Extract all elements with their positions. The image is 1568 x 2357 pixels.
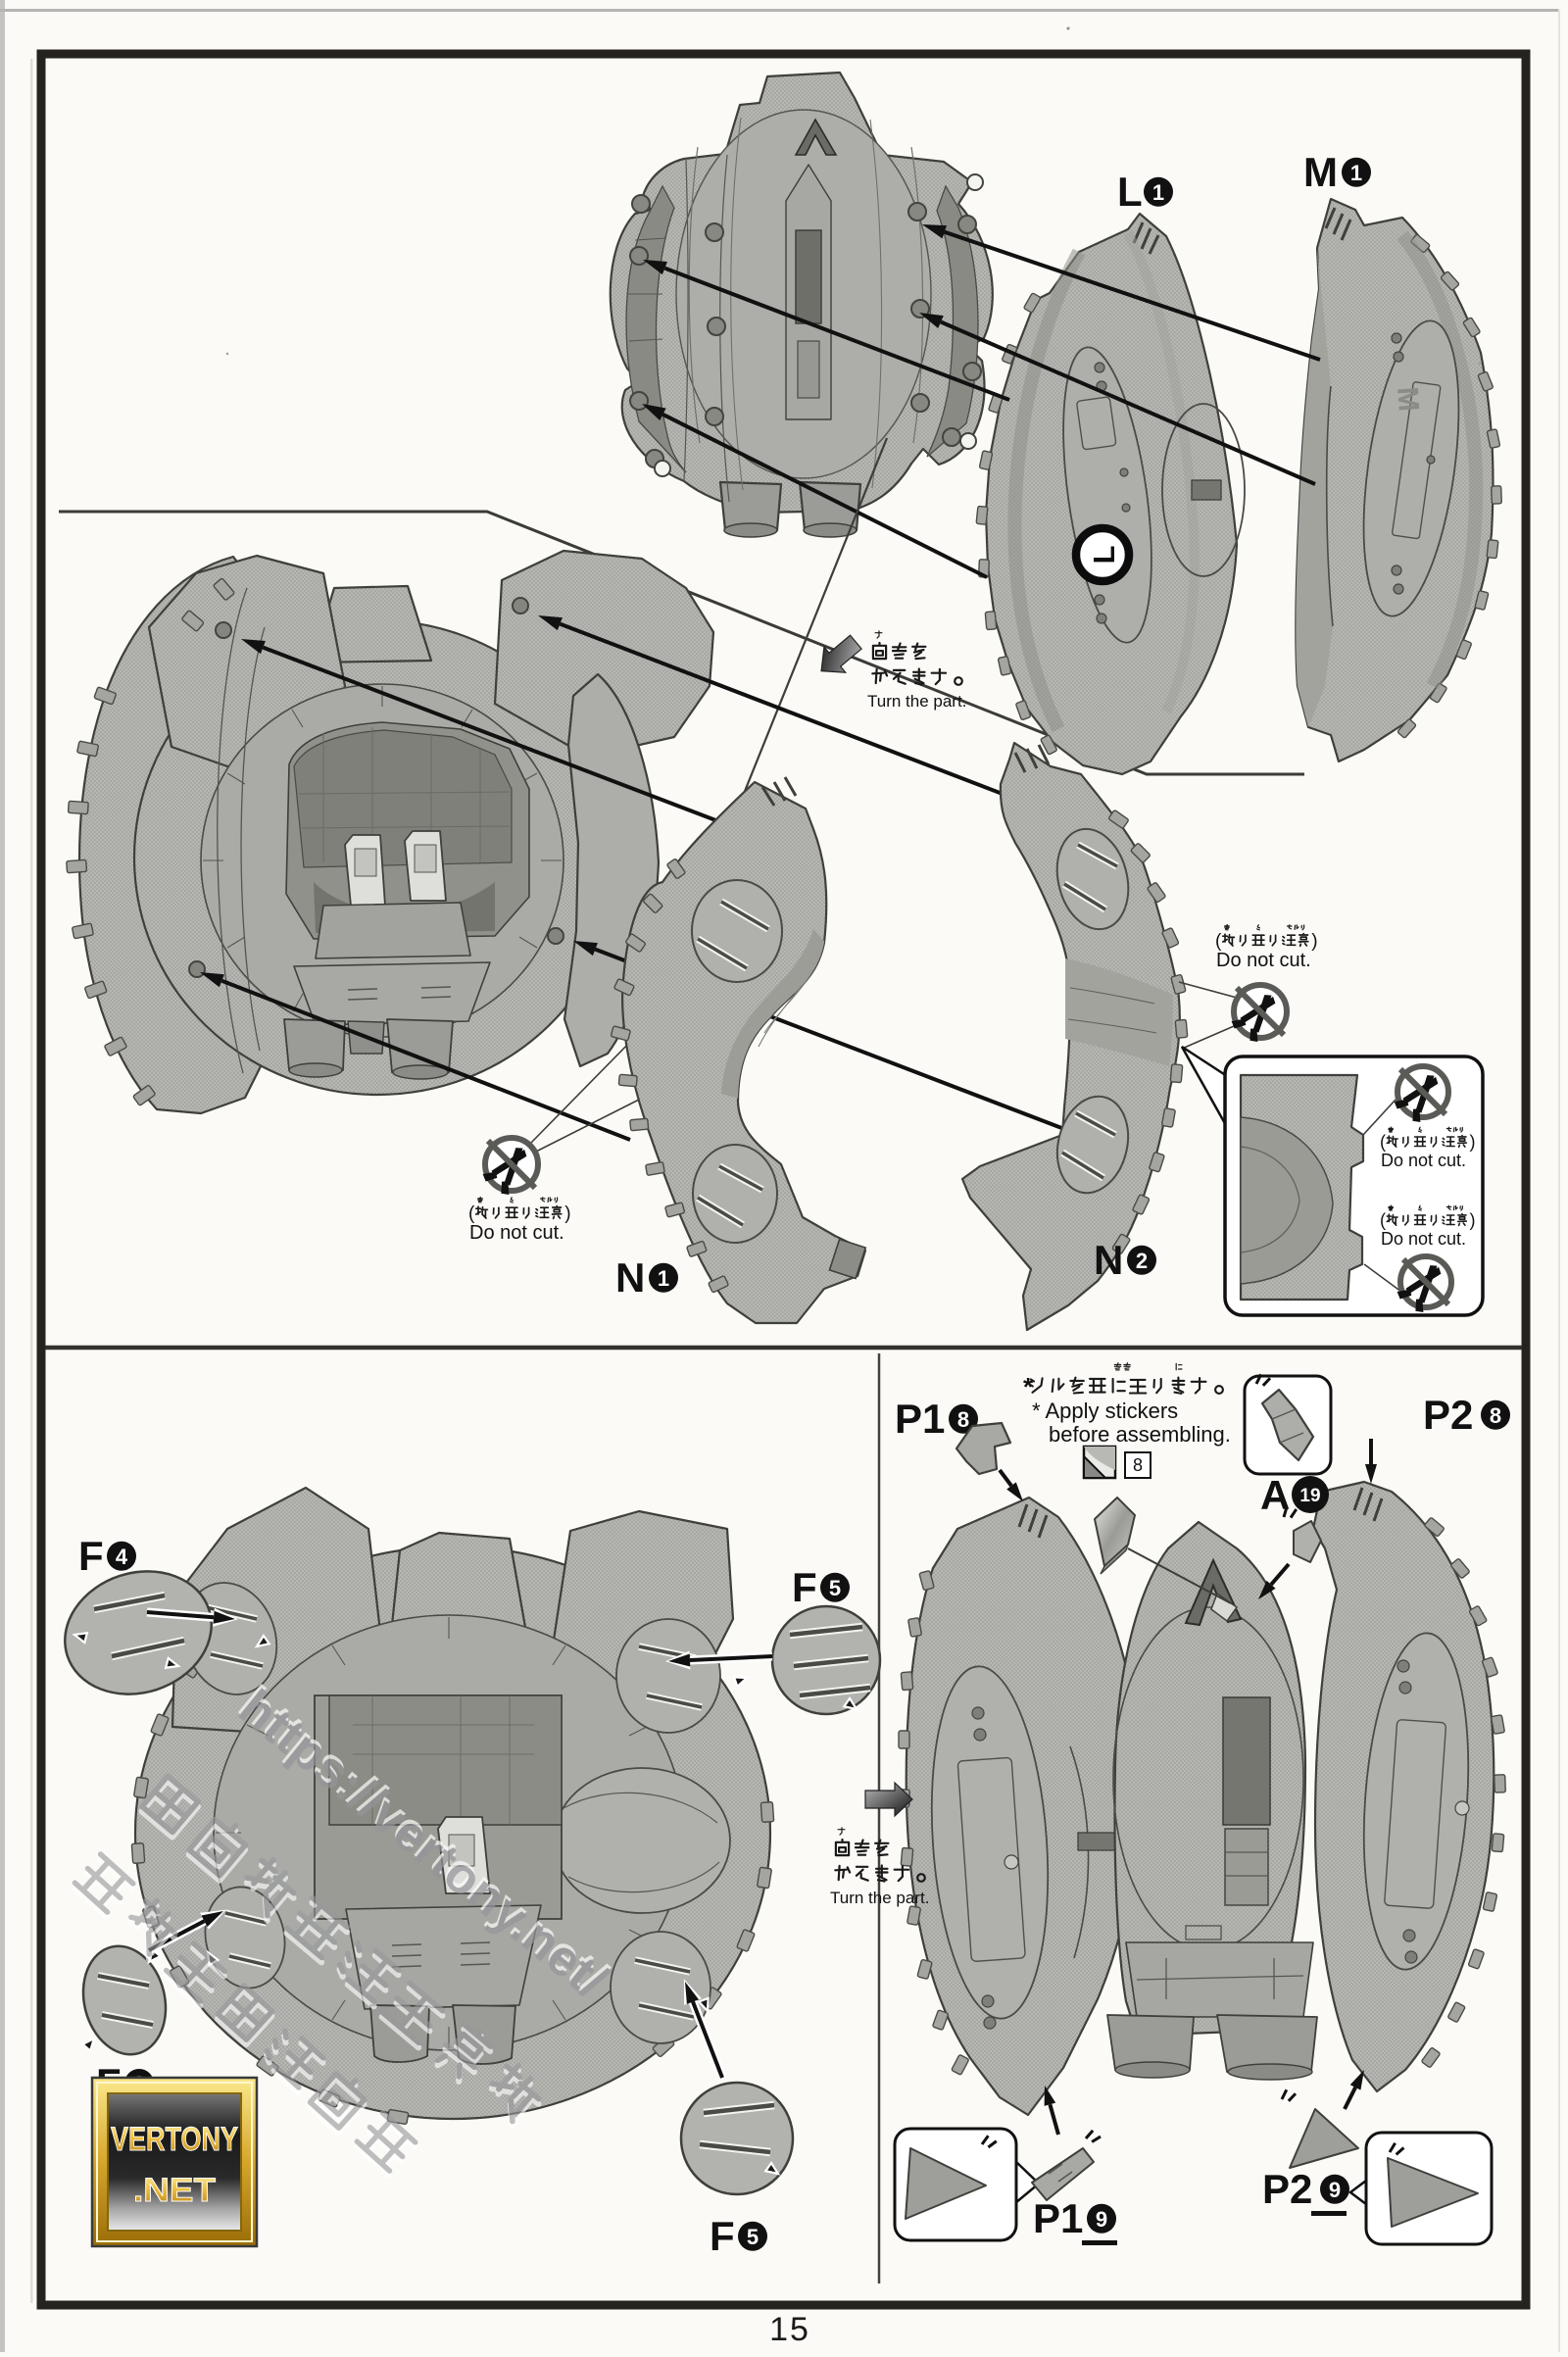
svg-text:(: ( xyxy=(1215,931,1222,952)
svg-text:M: M xyxy=(1391,386,1425,413)
svg-text:L: L xyxy=(1117,169,1143,215)
svg-text:*: * xyxy=(1023,1372,1034,1401)
svg-text:.NET: .NET xyxy=(133,2172,216,2209)
svg-text:L: L xyxy=(1087,546,1121,565)
svg-text:before assembling.: before assembling. xyxy=(1049,1422,1231,1447)
svg-text:Do not cut.: Do not cut. xyxy=(1381,1151,1466,1170)
svg-text:): ) xyxy=(564,1203,570,1224)
svg-text:8: 8 xyxy=(1133,1455,1143,1475)
svg-text:1: 1 xyxy=(658,1266,669,1291)
svg-text:Do not cut.: Do not cut. xyxy=(1216,950,1311,971)
svg-text:5: 5 xyxy=(829,1576,841,1600)
svg-text:F: F xyxy=(792,1564,817,1610)
svg-text:Turn the part.: Turn the part. xyxy=(830,1889,929,1907)
svg-text:(: ( xyxy=(468,1203,475,1224)
svg-text:): ) xyxy=(1311,931,1317,952)
svg-text:(: ( xyxy=(1380,1132,1386,1152)
svg-text:P1: P1 xyxy=(1033,2195,1083,2241)
svg-text:): ) xyxy=(1470,1132,1476,1152)
svg-text:9: 9 xyxy=(1329,2178,1341,2202)
svg-text:): ) xyxy=(1470,1210,1476,1230)
svg-text:(: ( xyxy=(1380,1210,1386,1230)
svg-text:1: 1 xyxy=(1152,180,1164,205)
svg-text:9: 9 xyxy=(1096,2207,1107,2232)
svg-text:19: 19 xyxy=(1299,1486,1320,1506)
svg-text:8: 8 xyxy=(957,1407,969,1432)
svg-text:P2: P2 xyxy=(1423,1392,1473,1438)
svg-text:N: N xyxy=(615,1254,645,1301)
svg-text:F: F xyxy=(78,1533,104,1579)
svg-text:VERTONY: VERTONY xyxy=(111,2121,238,2158)
svg-text:Turn the part.: Turn the part. xyxy=(867,692,966,711)
svg-text:1: 1 xyxy=(1350,161,1362,185)
svg-text:Do not cut.: Do not cut. xyxy=(469,1222,564,1244)
svg-text:* Apply stickers: * Apply stickers xyxy=(1032,1399,1178,1423)
svg-text:N: N xyxy=(1094,1237,1123,1283)
svg-text:P1: P1 xyxy=(895,1396,945,1442)
svg-text:Do not cut.: Do not cut. xyxy=(1381,1229,1466,1249)
svg-text:M: M xyxy=(1303,149,1338,195)
svg-text:5: 5 xyxy=(747,2225,759,2249)
svg-text:15: 15 xyxy=(769,2311,810,2348)
svg-text:P2: P2 xyxy=(1262,2166,1312,2212)
svg-text:8: 8 xyxy=(1490,1403,1501,1428)
svg-text:F: F xyxy=(710,2213,735,2259)
svg-text:2: 2 xyxy=(1136,1249,1148,1273)
svg-text:4: 4 xyxy=(116,1545,128,1569)
